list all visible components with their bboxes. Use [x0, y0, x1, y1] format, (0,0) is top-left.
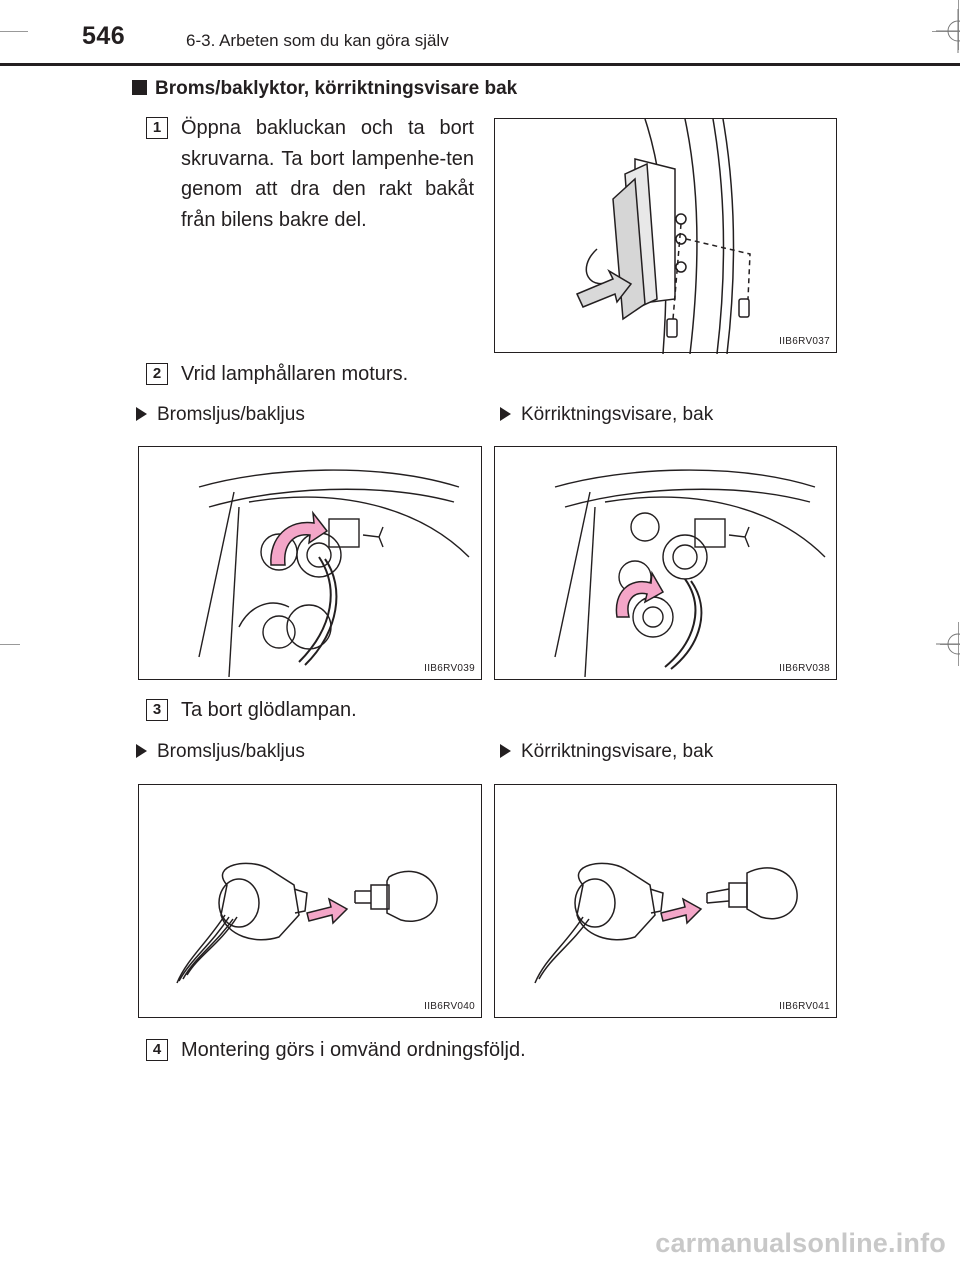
- bullet-label: Bromsljus/bakljus: [157, 741, 305, 762]
- step-badge-2: 2: [146, 363, 168, 385]
- triangle-bullet-icon: [136, 407, 147, 421]
- socket-rotate-icon: [554, 469, 826, 678]
- registration-mark-icon: [936, 9, 960, 53]
- registration-mark-icon: [936, 633, 960, 655]
- page-number: 546: [82, 22, 126, 50]
- header-rule: [0, 63, 960, 66]
- square-bullet-icon: [132, 80, 147, 95]
- step-3-text: Ta bort glödlampan.: [181, 699, 357, 721]
- bullet-brake-light: Bromsljus/bakljus: [136, 741, 305, 763]
- step-1-text: Öppna bakluckan och ta bort skruvarna. T…: [181, 117, 474, 231]
- figure-code: IIB6RV041: [779, 1001, 830, 1012]
- bulb-removal-icon: [534, 862, 798, 984]
- bulb-removal-icon: [176, 862, 438, 984]
- figure-code: IIB6RV037: [779, 336, 830, 347]
- section-title: Broms/baklyktor, körriktningsvisare bak: [132, 78, 517, 100]
- triangle-bullet-icon: [136, 744, 147, 758]
- figure-code: IIB6RV040: [424, 1001, 475, 1012]
- crop-mark: [0, 644, 20, 645]
- bullet-brake-light: Bromsljus/bakljus: [136, 404, 305, 426]
- triangle-bullet-icon: [500, 407, 511, 421]
- lamp-removal-icon: [575, 119, 751, 354]
- step-badge-1: 1: [146, 117, 168, 139]
- step-badge-3: 3: [146, 699, 168, 721]
- chapter-title: 6-3. Arbeten som du kan göra själv: [186, 31, 449, 50]
- step-2-text: Vrid lamphållaren moturs.: [181, 363, 409, 385]
- bullet-turn-signal: Körriktningsvisare, bak: [500, 404, 713, 426]
- step-4-text: Montering görs i omvänd ordningsföljd.: [181, 1039, 526, 1061]
- figure-turn-signal-bulb: IIB6RV041: [494, 784, 837, 1018]
- figure-brake-light-socket: IIB6RV039: [138, 446, 482, 680]
- figure-code: IIB6RV038: [779, 663, 830, 674]
- bullet-label: Körriktningsvisare, bak: [521, 404, 714, 425]
- figure-turn-signal-socket: IIB6RV038: [494, 446, 837, 680]
- watermark: carmanualsonline.info: [655, 1228, 946, 1258]
- step-badge-4: 4: [146, 1039, 168, 1061]
- crop-mark: [0, 31, 28, 32]
- section-title-text: Broms/baklyktor, körriktningsvisare bak: [155, 78, 518, 99]
- socket-rotate-icon: [198, 469, 470, 678]
- figure-lamp-removal: IIB6RV037: [494, 118, 837, 354]
- bullet-label: Körriktningsvisare, bak: [521, 741, 714, 762]
- bullet-turn-signal: Körriktningsvisare, bak: [500, 741, 713, 763]
- triangle-bullet-icon: [500, 744, 511, 758]
- figure-code: IIB6RV039: [424, 663, 475, 674]
- bullet-label: Bromsljus/bakljus: [157, 404, 305, 425]
- figure-brake-light-bulb: IIB6RV040: [138, 784, 482, 1018]
